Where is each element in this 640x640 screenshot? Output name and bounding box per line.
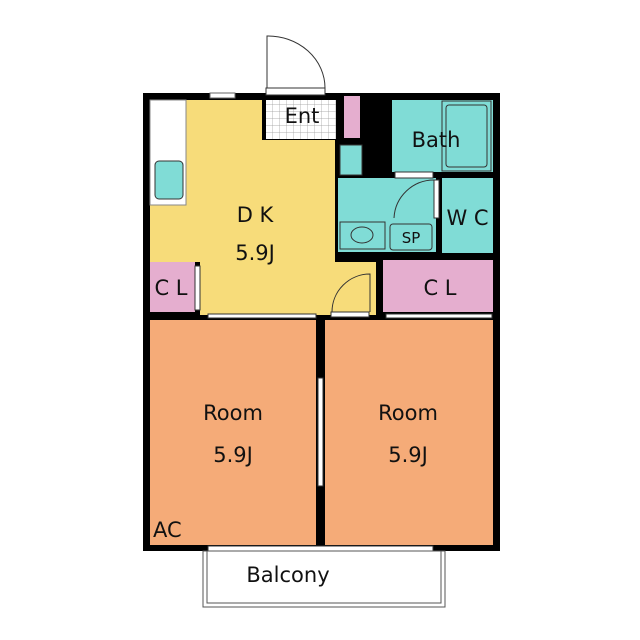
sliding-door[interactable] <box>385 313 493 319</box>
wc-label: W C <box>446 206 489 230</box>
entrance-label: Ent <box>284 104 320 128</box>
dk-label: D K <box>236 203 274 227</box>
room-partition-door[interactable] <box>317 377 324 487</box>
door-swing-icon <box>393 179 435 219</box>
bathtub-inner <box>445 104 488 168</box>
room-right-floor <box>325 320 493 545</box>
laundry-space <box>339 144 363 176</box>
wc-door[interactable] <box>433 179 440 219</box>
dk-size: 5.9J <box>235 241 275 265</box>
closet-right-floor <box>383 260 493 312</box>
room-right-size: 5.9J <box>388 443 428 467</box>
sp-label: SP <box>401 229 421 247</box>
closet-left-label: C L <box>154 276 188 300</box>
kitchen-sink-icon <box>154 160 184 200</box>
door-swing-icon <box>331 273 371 313</box>
dk-floor <box>150 100 376 315</box>
washbasin-icon <box>339 221 386 250</box>
wc-floor <box>442 178 493 253</box>
balcony-window[interactable] <box>207 545 434 552</box>
balcony-outline <box>202 550 446 608</box>
closet-left-floor <box>150 262 195 312</box>
sliding-door[interactable] <box>207 313 317 319</box>
basin-bowl <box>350 226 374 244</box>
room-left-floor <box>150 320 316 545</box>
shoe-closet <box>344 96 360 138</box>
balcony-inner <box>206 550 442 604</box>
ac-label: AC <box>153 518 182 542</box>
door-swing-icon <box>266 35 326 89</box>
room-left-size: 5.9J <box>213 443 253 467</box>
entry-door[interactable] <box>265 87 326 96</box>
balcony-label: Balcony <box>246 563 330 587</box>
bath-label: Bath <box>411 128 461 152</box>
closet-right-label: C L <box>423 276 457 300</box>
room-door[interactable] <box>330 311 370 318</box>
room-right-label: Room <box>378 401 438 425</box>
sp-box <box>389 223 433 251</box>
bath-door[interactable] <box>394 171 434 179</box>
room-left-label: Room <box>203 401 263 425</box>
closet-door[interactable] <box>194 265 201 311</box>
entrance-floor <box>266 100 336 139</box>
bathtub-icon <box>441 100 492 172</box>
window <box>209 92 236 99</box>
